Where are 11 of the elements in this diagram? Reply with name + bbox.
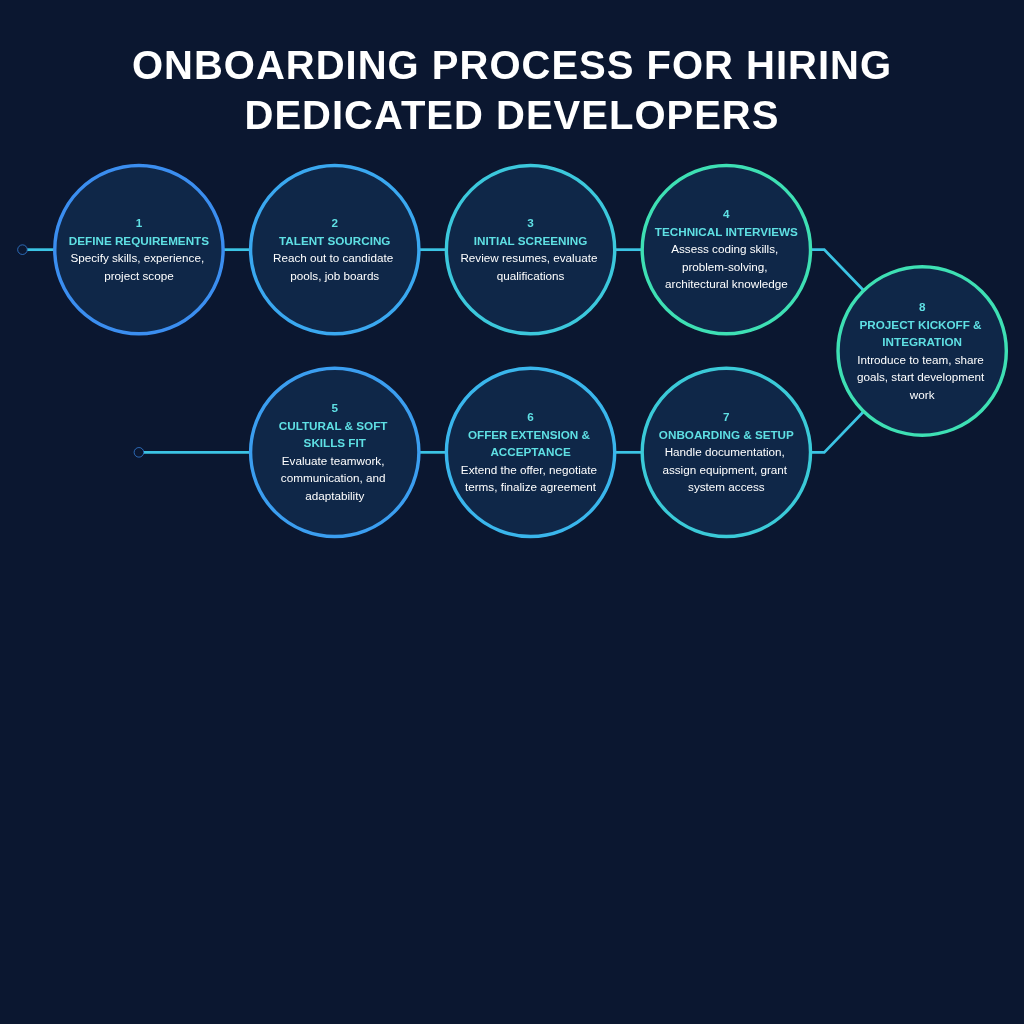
node-circle: 6 OFFER EXTENSION & ACCEPTANCE Extend the offer, negotiate terms, finalize agreement [444,366,617,539]
node-circle: 4 TECHNICAL INTERVIEWS Assess coding skills, problem-solving, architectural knowledge [640,163,813,336]
node-circle [17,244,28,255]
node-circle: 1 DEFINE REQUIREMENTS Specify skills, experience, project scope [53,163,225,336]
node-circle: 2 TALENT SOURCING Reach out to candidate pools, job boards [248,163,421,336]
node-circle: 5 CULTURAL & SOFT SKILLS FIT Evaluate teamwork, communication, and adaptability [248,366,421,539]
node-circle: 3 INITIAL SCREENING Review resumes, evaluate qualifications [444,163,617,336]
node-circle [133,447,145,458]
node-circle: 8 PROJECT KICKOFF & INTEGRATION Introduce to team, share goals, start development work [836,265,1009,437]
node-circle: 7 ONBOARDING & SETUP Handle documentation, assign equipment, grant system access [640,366,813,539]
diagram-title: ONBOARDING PROCESS FOR HIRING DEDICATED DEVELOPERS [130,42,894,139]
